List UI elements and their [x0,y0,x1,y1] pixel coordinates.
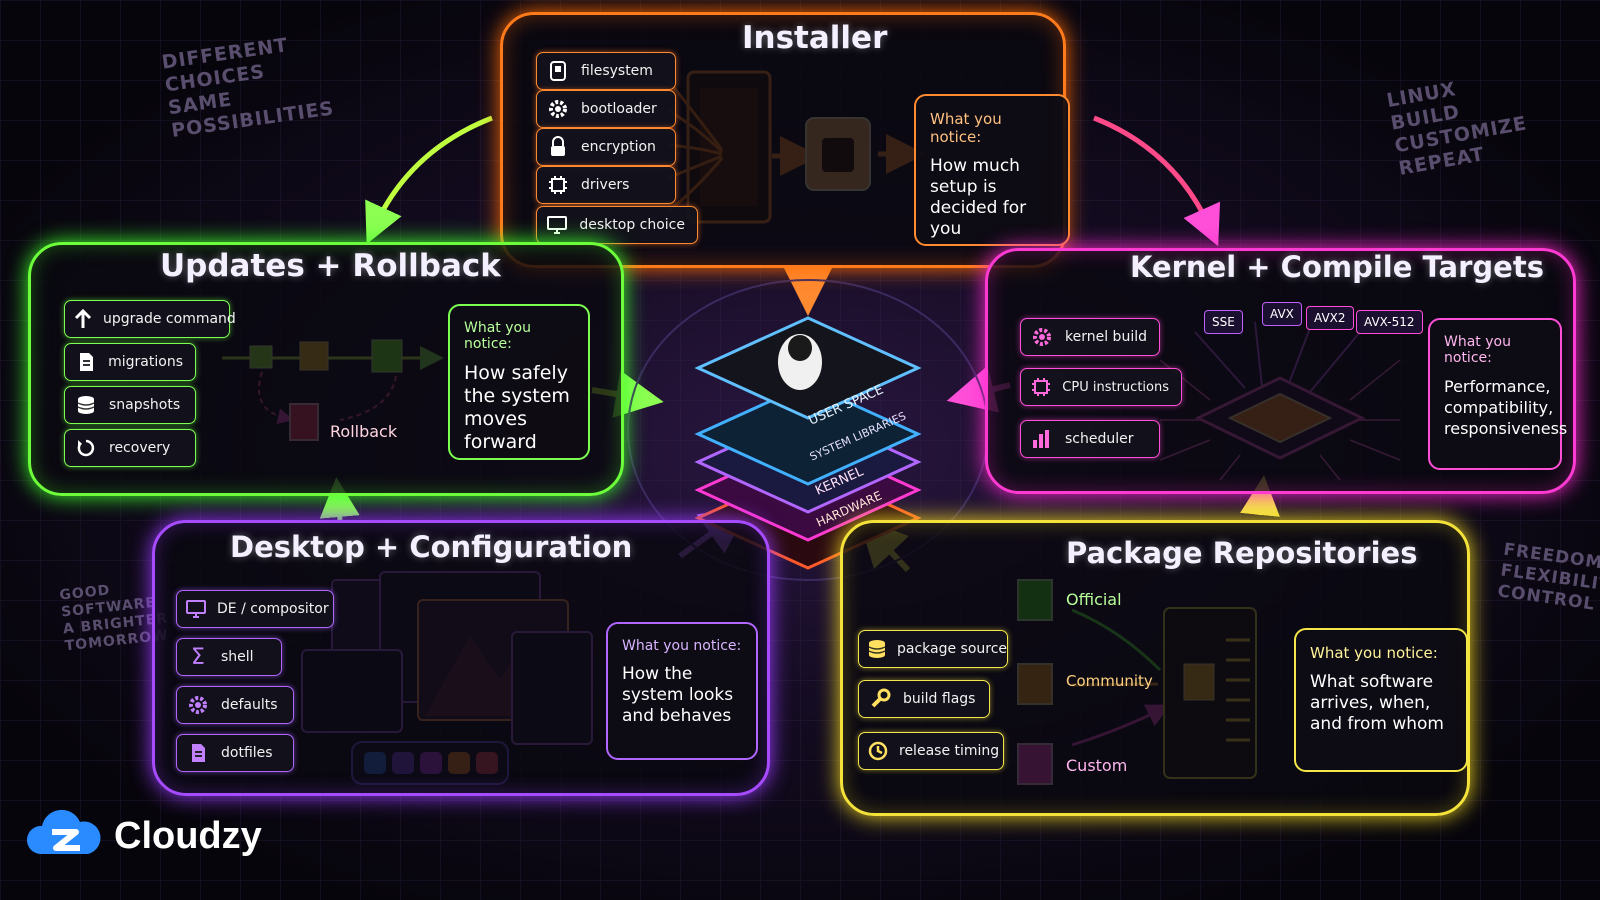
kernel-title: Kernel + Compile Targets [1130,250,1544,284]
packages-item-label: build flags [903,691,976,707]
packages-item-build-flags: build flags [858,680,990,718]
updates-item-migrations: migrations [64,343,196,381]
tag-avx2: AVX2 [1306,306,1354,330]
installer-item-label: encryption [581,139,656,155]
desktop-item-shell: Σ shell [176,638,282,676]
notice-body: What software arrives, when, and from wh… [1310,672,1444,734]
updates-item-upgrade-command: upgrade command [64,300,236,338]
desktop-title: Desktop + Configuration [230,530,633,564]
packages-item-label: package source [897,641,1008,657]
notice-title: What you notice: [622,638,742,654]
packages-item-label: release timing [899,743,1000,759]
installer-item-encryption: encryption [536,128,676,166]
cpu-icon [1029,374,1052,400]
notice-body: How safely the system moves forward [464,362,570,453]
document-icon [185,740,211,766]
kernel-item-scheduler: scheduler [1020,420,1160,458]
updates-notice: What you notice: How safely the system m… [448,304,590,460]
installer-item-label: desktop choice [579,217,685,233]
notice-body: How the system looks and behaves [622,664,734,726]
desktop-item-de-compositor: DE / compositor [176,590,334,628]
arrow-up-icon [73,306,93,332]
gear-icon [545,96,571,122]
notice-body: How much setup is decided for you [930,156,1027,239]
updates-title: Updates + Rollback [160,248,501,284]
clock-icon [867,738,889,764]
installer-item-drivers: drivers [536,166,676,204]
installer-item-label: drivers [581,177,630,193]
notice-title: What you notice: [1444,334,1511,366]
cloudzy-logo: Cloudzy [22,808,262,864]
gear-icon [185,692,211,718]
notice-body: Performance, compatibility, responsivene… [1444,377,1568,438]
source-custom: Custom [1066,756,1128,775]
packages-title: Package Repositories [1066,536,1418,570]
desktop-item-defaults: defaults [176,686,294,724]
monitor-icon [185,596,207,622]
packages-item-package-source: package source [858,630,1008,668]
kernel-item-label: kernel build [1065,329,1147,345]
kernel-item-label: CPU instructions [1062,379,1169,395]
brand-name: Cloudzy [114,814,262,857]
disk-icon [545,58,571,84]
source-community: Community [1066,672,1153,690]
installer-item-bootloader: bootloader [536,90,676,128]
kernel-notice: What you notice: Performance, compatibil… [1428,318,1568,470]
packages-item-release-timing: release timing [858,732,1004,770]
notice-title: What you notice: [1310,644,1438,662]
tag-avx: AVX [1262,302,1302,326]
updates-item-label: migrations [108,354,183,370]
installer-notice: What you notice: How much setup is decid… [914,94,1070,246]
updates-item-recovery: recovery [64,429,196,467]
updates-item-label: snapshots [109,397,181,413]
updates-item-label: upgrade command [103,311,236,327]
desktop-item-dotfiles: dotfiles [176,734,294,772]
installer-item-desktop-choice: desktop choice [536,206,698,244]
desktop-item-label: shell [221,649,254,665]
refresh-icon [73,435,99,461]
updates-item-snapshots: snapshots [64,386,196,424]
kernel-item-kernel-build: kernel build [1020,318,1160,356]
desktop-item-label: DE / compositor [217,601,329,617]
cloud-logo-icon [26,809,101,854]
desktop-item-label: dotfiles [221,745,273,761]
tag-sse: SSE [1204,310,1243,334]
packages-notice: What you notice: What software arrives, … [1294,628,1468,772]
source-official: Official [1066,590,1122,609]
database-icon [867,636,887,662]
notice-title: What you notice: [930,110,1002,146]
desktop-notice: What you notice: How the system looks an… [606,622,758,760]
gear-icon [1029,324,1055,350]
database-icon [73,392,99,418]
document-icon [73,349,98,375]
bar-chart-icon [1029,426,1055,452]
sigma-icon: Σ [191,644,205,670]
rollback-label: Rollback [330,422,398,441]
installer-item-label: filesystem [581,63,653,79]
kernel-item-label: scheduler [1065,431,1134,447]
wrench-icon [867,686,893,712]
installer-title: Installer [742,20,888,56]
lock-icon [545,134,571,160]
kernel-item-cpu-instructions: CPU instructions [1020,368,1182,406]
installer-item-filesystem: filesystem [536,52,676,90]
desktop-item-label: defaults [221,697,278,713]
monitor-icon [545,212,569,238]
notice-title: What you notice: [464,320,531,352]
tag-avx-512: AVX-512 [1356,310,1423,334]
installer-item-label: bootloader [581,101,657,117]
updates-item-label: recovery [109,440,171,456]
chip-icon [545,172,571,198]
